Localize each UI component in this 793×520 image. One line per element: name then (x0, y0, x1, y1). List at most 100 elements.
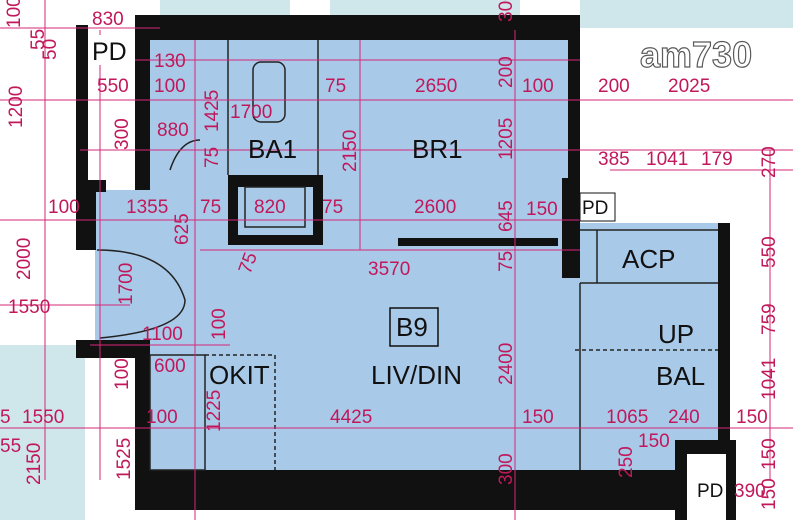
dim-100-d: 100 (112, 358, 133, 390)
watermark-logo: am730 (640, 34, 752, 75)
dim-820: 820 (254, 197, 286, 218)
dim-75-a: 75 (325, 76, 346, 97)
wall-bath-bottom (228, 175, 323, 187)
dim-830: 830 (92, 9, 124, 30)
dim-270: 270 (759, 146, 780, 178)
dim-4425: 4425 (330, 407, 372, 428)
wall-bath-door (228, 235, 323, 245)
dim-100-l: 100 (48, 197, 80, 218)
dim-2150-b: 2150 (24, 443, 45, 485)
adjacent-unit-top-mid (330, 0, 520, 15)
wall-bottom (135, 470, 680, 510)
dim-300-b: 300 (496, 453, 517, 485)
unit-badge: B9 (396, 312, 428, 342)
pd-box-right (579, 192, 616, 222)
dim-75-d: 75 (322, 197, 343, 218)
dim-150-a: 150 (526, 199, 558, 220)
room-label-balcony: BAL (656, 361, 705, 391)
dim-390: 390 (734, 481, 766, 502)
dim-1225: 1225 (204, 390, 225, 432)
dim-1205: 1205 (496, 118, 517, 160)
dim-150-c: 150 (736, 407, 768, 428)
dim-150-e: 150 (759, 438, 780, 470)
dim-200-top: 200 (496, 56, 517, 88)
dim-1550-a: 1550 (8, 297, 50, 318)
dim-1355: 1355 (126, 197, 168, 218)
dim-100-c: 100 (209, 308, 230, 340)
dim-55: 55 (28, 29, 49, 50)
room-label-kitchen: OKIT (209, 360, 270, 390)
dim-1100: 1100 (142, 324, 183, 345)
dim-1700-left: 1700 (116, 263, 137, 305)
dim-2000: 2000 (14, 238, 35, 280)
entry-area (97, 190, 137, 355)
adjacent-unit-top (160, 0, 290, 15)
wall-bath-stub-right (313, 175, 323, 245)
wall-left-upper (76, 180, 96, 250)
dim-75-b: 75 (202, 147, 223, 168)
dim-5: 5 (0, 407, 11, 428)
dim-2150: 2150 (340, 130, 361, 172)
dim-75-c: 75 (200, 197, 221, 218)
wall-right-upper (568, 15, 580, 178)
thin-lines (96, 40, 718, 471)
dim-2600: 2600 (414, 197, 456, 218)
wall-top (135, 15, 575, 40)
wall-left-inner (135, 15, 150, 190)
dim-550-tl: 550 (97, 76, 129, 97)
dim-1065: 1065 (606, 407, 648, 428)
dim-100-e: 100 (146, 407, 178, 428)
room-label-bath: BA1 (248, 134, 297, 164)
dim-759: 759 (759, 303, 780, 335)
wall-bedroom-bottom (398, 238, 558, 246)
watermark-tagline: my choice · my paper (640, 30, 697, 36)
dim-625: 625 (172, 213, 193, 245)
dim-1200: 1200 (6, 86, 27, 128)
wall-balcony-right (718, 223, 730, 453)
dim-2650: 2650 (415, 76, 457, 97)
dim-600: 600 (154, 356, 186, 377)
dim-1550-b: 1550 (22, 407, 64, 428)
wall-right-mid (562, 178, 580, 278)
pd-label-bottom-right: PD (697, 481, 723, 502)
dim-645: 645 (496, 200, 517, 232)
dim-130: 130 (154, 51, 186, 72)
pd-label-right: PD (582, 198, 608, 219)
pd-label-top-left: PD (92, 38, 127, 66)
dim-150-d: 150 (638, 431, 670, 452)
wall-pd-right (726, 440, 736, 520)
pd-box-bottom-right (690, 475, 726, 505)
dim-75-f: 75 (496, 251, 517, 272)
walls (76, 15, 736, 520)
room-label-up: UP (658, 319, 694, 349)
dimension-labels: 830 100 55 50 1200 130 550 100 1425 1700… (0, 0, 780, 510)
dim-3570: 3570 (368, 259, 410, 280)
dim-1425: 1425 (202, 90, 223, 132)
wall-pd-left (675, 440, 687, 520)
adjacent-unit-top-right (580, 0, 793, 28)
dim-100-tl: 100 (4, 0, 25, 28)
pd-box-top-left (88, 35, 135, 65)
dim-179: 179 (701, 149, 733, 170)
dim-50: 50 (40, 39, 61, 60)
dim-1041-b: 1041 (759, 358, 780, 400)
dim-150-b: 150 (522, 407, 554, 428)
wall-left-lower (76, 340, 136, 358)
dim-55-b: 55 (0, 436, 21, 457)
dim-1700-top: 1700 (230, 102, 272, 123)
unit-badge-box (389, 307, 439, 347)
dim-100-b: 100 (522, 76, 554, 97)
room-label-living: LIV/DIN (371, 360, 462, 390)
dim-385: 385 (598, 149, 630, 170)
wall-pd-top (675, 440, 735, 454)
dim-200-r: 200 (598, 76, 630, 97)
dim-2400: 2400 (496, 343, 517, 385)
dim-550-r: 550 (759, 236, 780, 268)
dim-150-f: 150 (759, 478, 780, 510)
dim-2025: 2025 (668, 76, 710, 97)
dim-880: 880 (157, 120, 189, 141)
wall-kitchen-left (135, 340, 150, 500)
dim-300-l: 300 (112, 118, 133, 150)
